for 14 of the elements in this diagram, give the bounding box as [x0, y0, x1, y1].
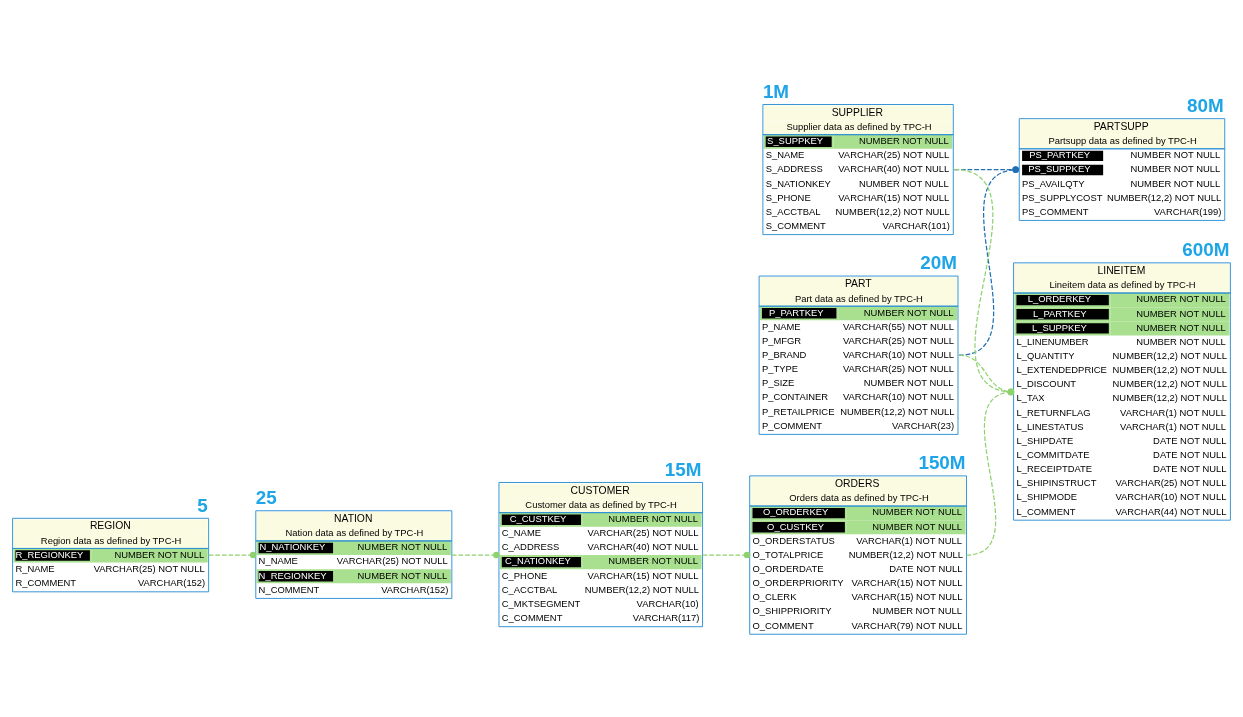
node-label: 150M: [918, 451, 966, 473]
node-label: 600M: [1182, 238, 1230, 260]
connector: [701, 551, 751, 558]
node-label: 80M: [1187, 94, 1224, 116]
node-label: 5: [197, 494, 208, 516]
node-label: 20M: [920, 251, 957, 273]
connector: [451, 551, 500, 558]
connector: [953, 168, 1015, 395]
connector: [965, 388, 1015, 556]
connector: [208, 551, 257, 558]
node-label: 1M: [762, 80, 790, 102]
node-label: 15M: [664, 458, 702, 480]
node-label: 25: [255, 486, 277, 508]
connector: [958, 354, 1015, 395]
